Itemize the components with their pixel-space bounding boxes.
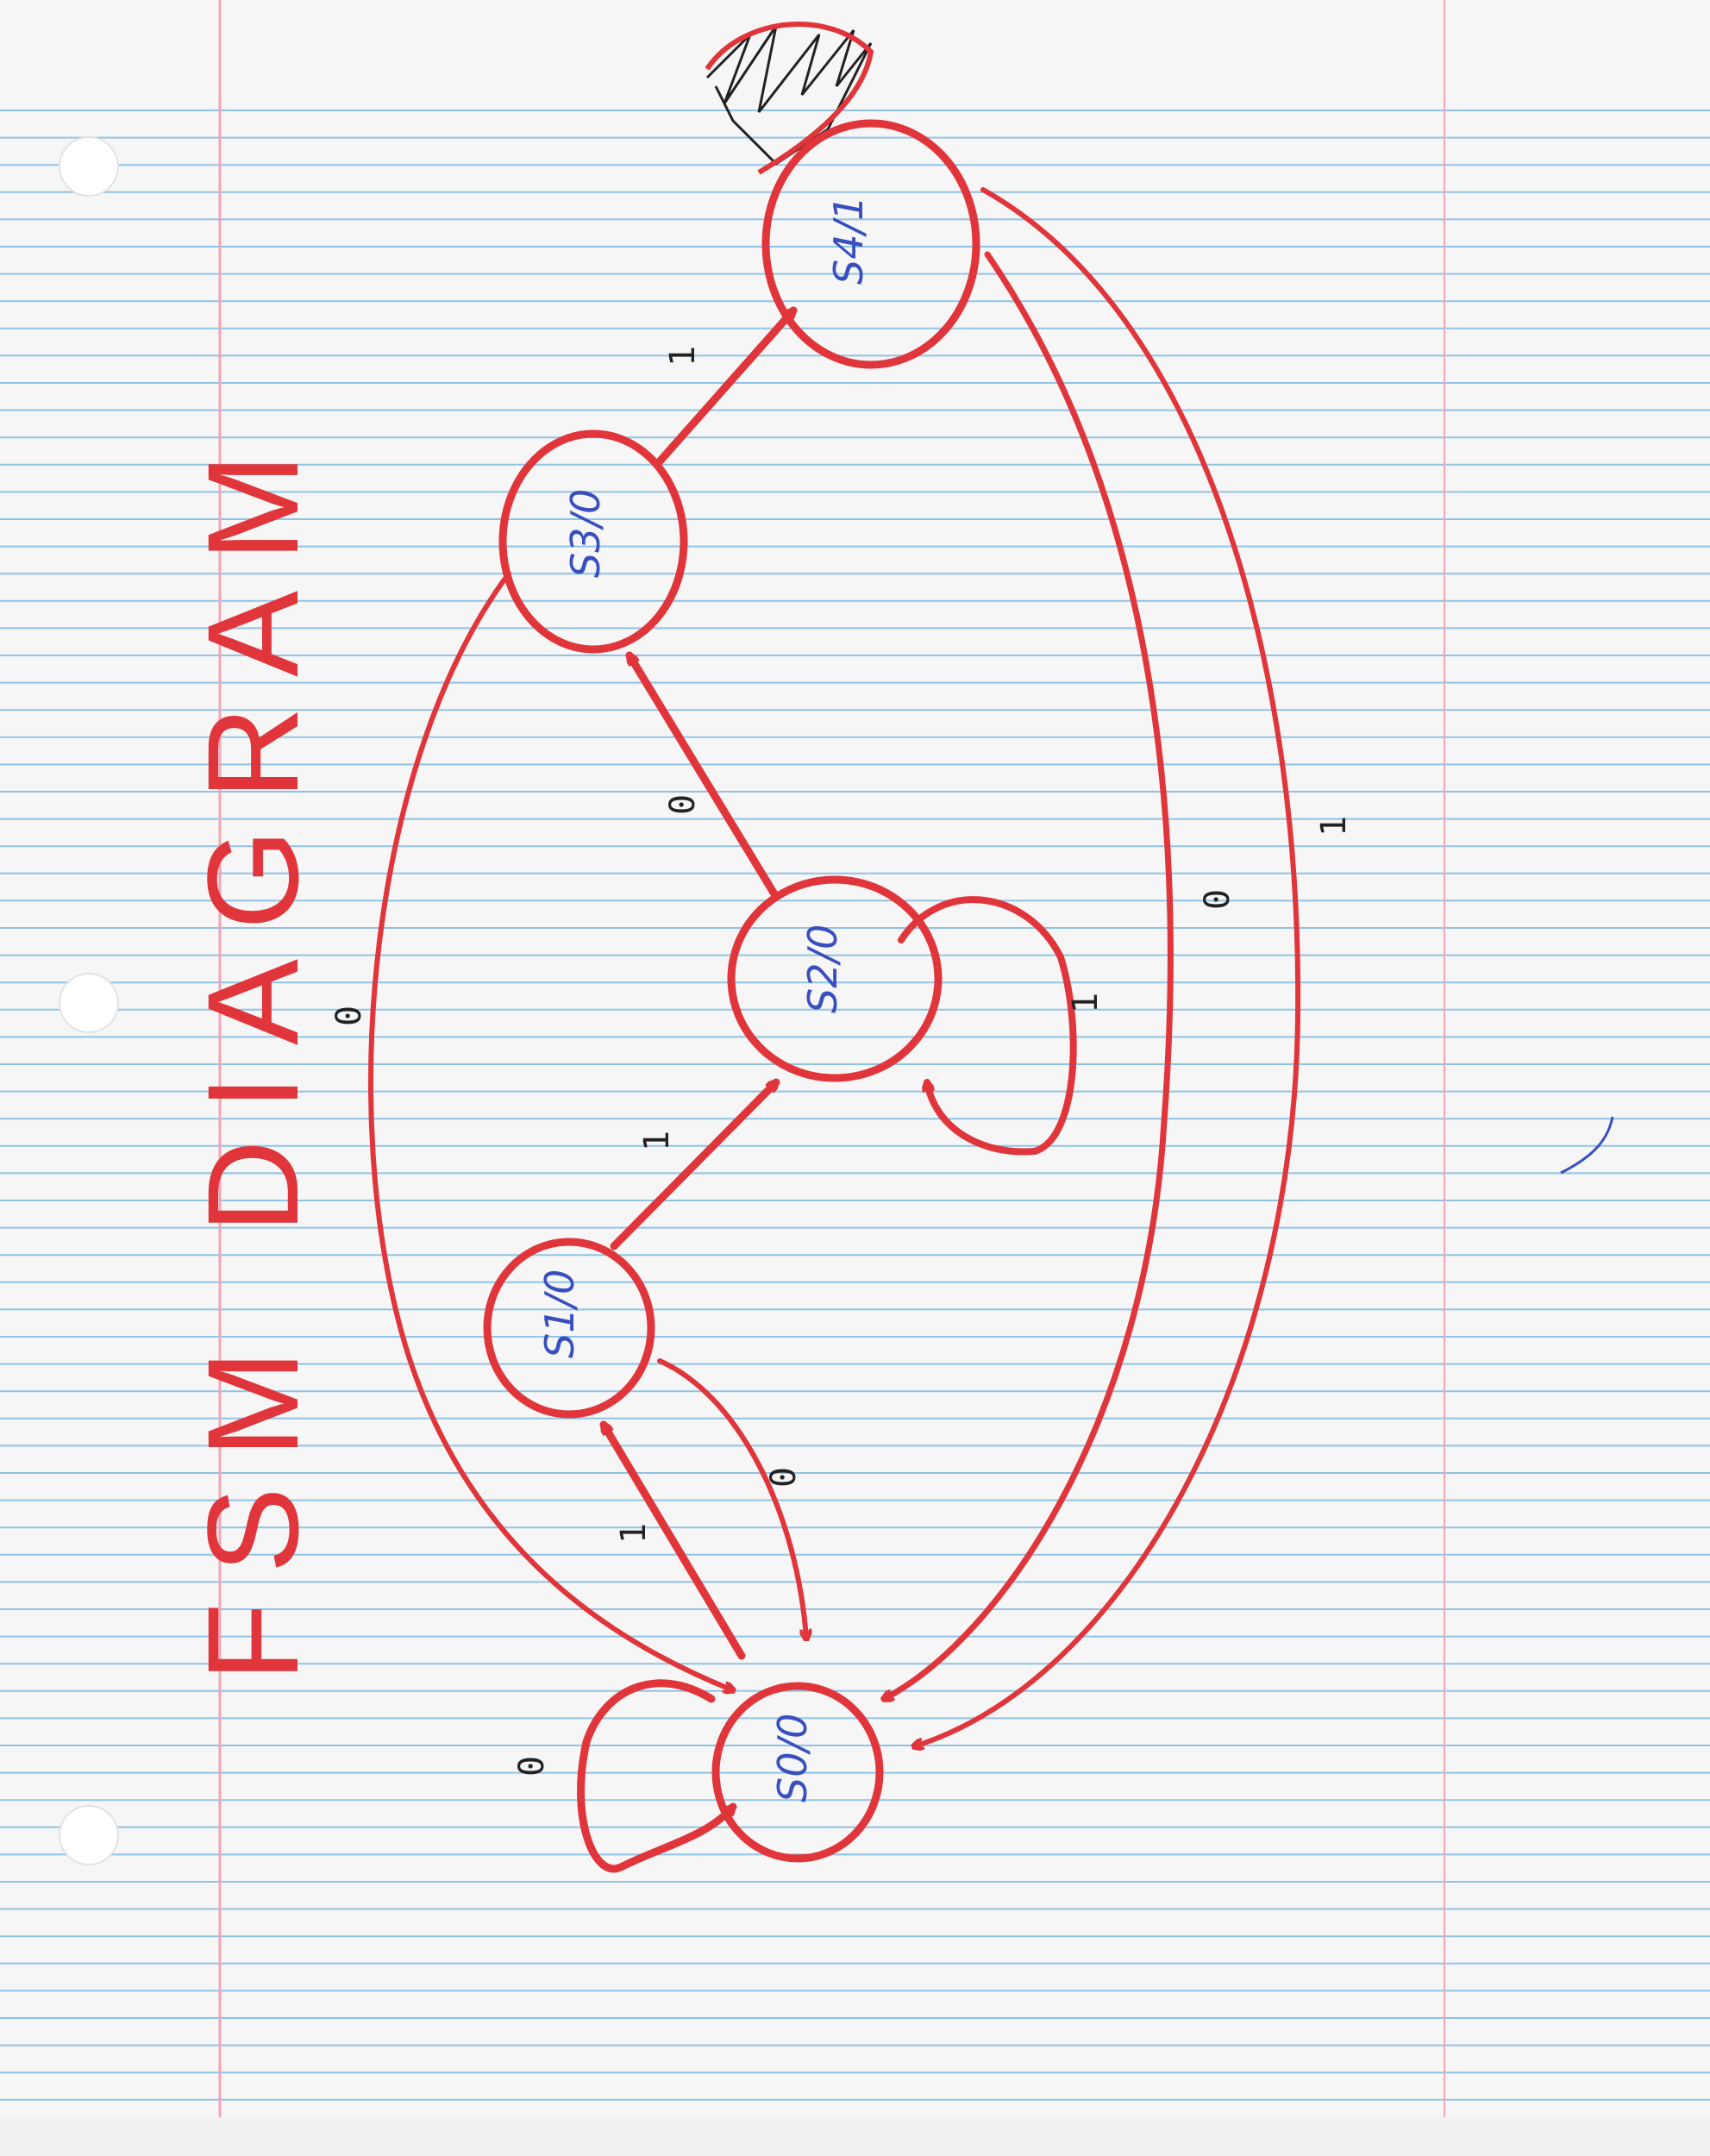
transition-s1-s0 — [657, 1358, 806, 1639]
transition-s2-s3 — [625, 655, 780, 901]
label-s0-s1: 1 — [614, 1523, 654, 1544]
state-s0: S0/0 — [711, 1682, 884, 1863]
label-s4-s0-outer: 1 — [1314, 816, 1354, 837]
state-s4-label: S4/1 — [825, 196, 872, 285]
transition-s3-s0 — [368, 571, 733, 1690]
transition-s0-self — [577, 1679, 733, 1873]
label-s2-self: 1 — [1066, 993, 1106, 1013]
transition-s1-s2 — [610, 1082, 776, 1250]
transition-s4-s0-outer — [914, 187, 1301, 1746]
state-s4-circle — [761, 119, 980, 369]
state-s4: S4/1 — [761, 119, 980, 369]
label-s0-self: 0 — [512, 1756, 552, 1777]
transition-s4-s0-inner — [884, 251, 1174, 1699]
state-s1-label: S1/0 — [536, 1269, 583, 1358]
transition-s3-s4 — [655, 310, 793, 466]
label-s3-s4: 1 — [663, 346, 703, 367]
state-s2-circle — [727, 875, 943, 1082]
label-s1-s2: 1 — [637, 1131, 677, 1151]
title-word-fsm: FSM — [180, 1320, 325, 1682]
transition-s2-self — [898, 896, 1077, 1156]
stray-pen-mark — [1560, 1116, 1614, 1175]
transition-s0-s1 — [599, 1425, 746, 1660]
state-s3-label: S3/0 — [562, 489, 609, 578]
state-s1-circle — [483, 1238, 655, 1419]
state-s0-circle — [711, 1682, 884, 1863]
label-s3-s0: 0 — [329, 1006, 369, 1026]
state-s0-label: S0/0 — [769, 1714, 816, 1802]
state-s2-label: S2/0 — [799, 924, 846, 1013]
ruled-lines — [0, 110, 1710, 2101]
binder-hole-bottom — [59, 1805, 119, 1865]
label-s2-s3: 0 — [663, 794, 703, 815]
binder-hole-top — [59, 136, 119, 197]
state-s3: S3/0 — [498, 429, 688, 654]
label-s4-s0-inner: 0 — [1198, 889, 1237, 910]
binder-hole-middle — [59, 973, 119, 1033]
state-s3-circle — [498, 429, 688, 654]
scribble-mark — [705, 21, 874, 175]
state-s1: S1/0 — [483, 1238, 655, 1419]
label-s1-s0: 0 — [764, 1467, 804, 1488]
transition-labels: 0 1 0 1 1 0 0 1 0 1 — [329, 346, 1354, 1777]
state-s2: S2/0 — [727, 875, 943, 1082]
title-word-diagram: DIAGRAM — [180, 424, 325, 1233]
transitions — [368, 187, 1301, 1873]
